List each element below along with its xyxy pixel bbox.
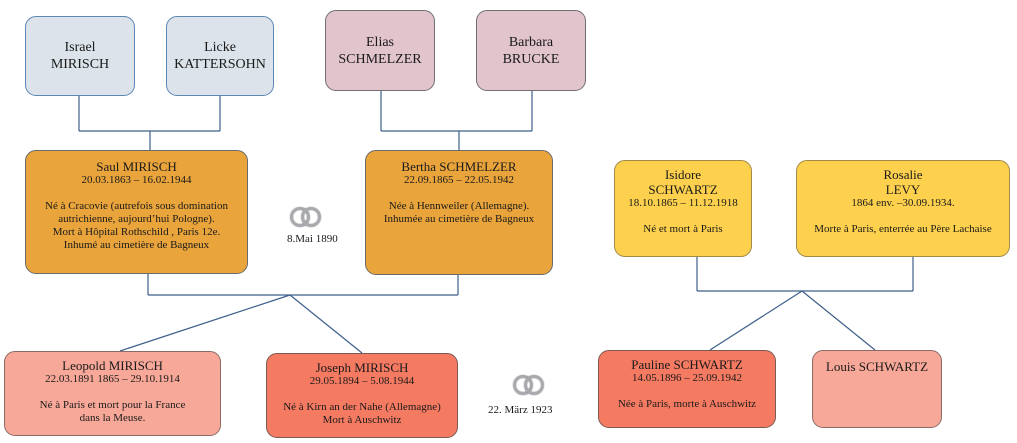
person-first-name: Barbara — [508, 34, 554, 50]
person-first-name: Israel — [64, 40, 96, 55]
person-last-name: BRUCKE — [502, 51, 560, 67]
person-box-pauline: Pauline SCHWARTZ 14.05.1896 – 25.09.1942… — [598, 350, 776, 428]
person-last-name: SCHMELZER — [338, 51, 422, 67]
person-name: Leopold MIRISCH — [62, 358, 163, 373]
person-box-joseph: Joseph MIRISCH 29.05.1894 – 5.08.1944 Né… — [266, 353, 458, 438]
person-box-leopold: Leopold MIRISCH 22.03.1891 1865 – 29.10.… — [4, 351, 221, 436]
person-note: dans la Meuse. — [79, 412, 146, 424]
person-note: Née à Hennweiler (Allemagne). — [388, 200, 530, 212]
person-note: Né à Cracovie (autrefois sous domination — [45, 200, 228, 212]
person-note: Né à Paris et mort pour la France — [39, 399, 186, 411]
person-first-name: Isidore — [664, 167, 702, 182]
person-box-bertha: Bertha SCHMELZER 22.09.1865 – 22.05.1942… — [365, 150, 553, 275]
person-note: Né à Kirn an der Nahe (Allemagne) — [283, 401, 441, 413]
person-note: Née à Paris, morte à Auschwitz — [617, 398, 757, 410]
marriage-date: 22. März 1923 — [488, 404, 553, 416]
person-last-name: LEVY — [885, 182, 921, 197]
person-dates: 22.09.1865 – 22.05.1942 — [404, 174, 514, 186]
person-name: Saul MIRISCH — [96, 159, 177, 174]
person-box-barbara: Barbara BRUCKE — [476, 10, 586, 91]
person-first-name: Elias — [366, 34, 394, 50]
person-last-name: SCHWARTZ — [648, 182, 718, 197]
connector-to-joseph — [289, 294, 363, 354]
person-note: Morte à Paris, enterrée au Père Lachaise — [814, 223, 992, 235]
person-last-name: MIRISCH — [50, 57, 110, 72]
person-name: Pauline SCHWARTZ — [631, 357, 743, 372]
person-box-rosalie: Rosalie LEVY 1864 env. –30.09.1934. Mort… — [796, 160, 1010, 257]
person-name: Louis SCHWARTZ — [825, 359, 929, 374]
person-box-israel: Israel MIRISCH — [25, 16, 135, 96]
person-note: Inhumé au cimetière de Bagneux — [63, 239, 210, 251]
connector-to-leopold — [119, 294, 291, 352]
person-dates: 18.10.1865 – 11.12.1918 — [628, 197, 738, 209]
person-note: Mort à Auschwitz — [322, 414, 402, 426]
person-note: autrichienne, aujourd’hui Pologne). — [58, 213, 215, 225]
person-note: Né et mort à Paris — [643, 223, 723, 235]
person-box-saul: Saul MIRISCH 20.03.1863 – 16.02.1944 Né … — [25, 150, 248, 274]
person-dates: 29.05.1894 – 5.08.1944 — [309, 375, 415, 387]
person-dates: 14.05.1896 – 25.09.1942 — [632, 372, 742, 384]
person-first-name: Licke — [204, 40, 236, 55]
connector-to-pauline — [709, 290, 803, 351]
person-note: Mort à Hôpital Rothschild , Paris 12e. — [52, 226, 221, 238]
person-name: Bertha SCHMELZER — [401, 159, 517, 174]
person-dates: 1864 env. –30.09.1934. — [851, 197, 955, 209]
person-box-louis: Louis SCHWARTZ — [812, 350, 942, 428]
person-name: Joseph MIRISCH — [315, 360, 409, 375]
person-box-licke: Licke KATTERSOHN — [166, 16, 274, 96]
person-box-elias: Elias SCHMELZER — [325, 10, 435, 91]
person-box-isidore: Isidore SCHWARTZ 18.10.1865 – 11.12.1918… — [614, 160, 752, 257]
marriage-date: 8.Mai 1890 — [287, 233, 338, 245]
person-dates: 22.03.1891 1865 – 29.10.1914 — [45, 373, 180, 385]
person-first-name: Rosalie — [883, 167, 923, 182]
person-dates: 20.03.1863 – 16.02.1944 — [81, 174, 192, 186]
person-last-name: KATTERSOHN — [174, 57, 266, 72]
connector-to-louis — [801, 290, 876, 351]
person-note: Inhumée au cimetière de Bagneux — [383, 213, 535, 225]
